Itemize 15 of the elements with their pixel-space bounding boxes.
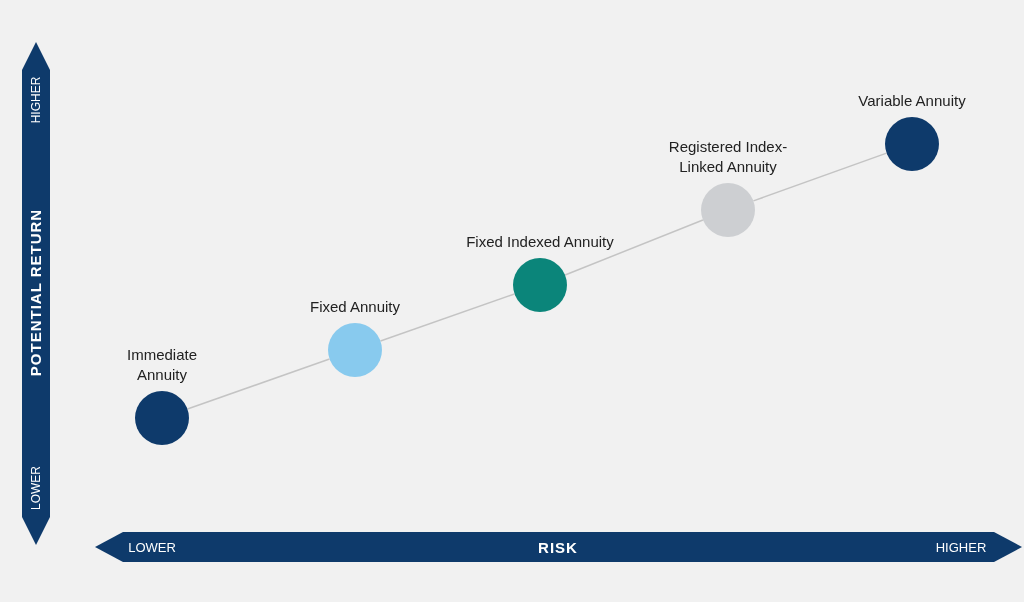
node-label: Registered Index-Linked Annuity (667, 137, 789, 177)
node-label: Immediate Annuity (126, 345, 198, 385)
node-label: Fixed Indexed Annuity (466, 232, 614, 252)
axis-label: LOWER (128, 539, 176, 555)
axis-label: HIGHER (29, 76, 43, 124)
axis-label: RISK (538, 538, 578, 556)
connector-line (186, 358, 331, 410)
node-label: Fixed Annuity (309, 297, 401, 317)
node-label: Variable Annuity (858, 91, 966, 111)
axis-label: LOWER (29, 466, 43, 510)
axis-label: HIGHER (935, 539, 987, 555)
connector-line (752, 152, 888, 202)
connector-line (379, 293, 516, 342)
axis-label: POTENTIAL RETURN (27, 208, 45, 376)
connector-line (564, 219, 704, 276)
